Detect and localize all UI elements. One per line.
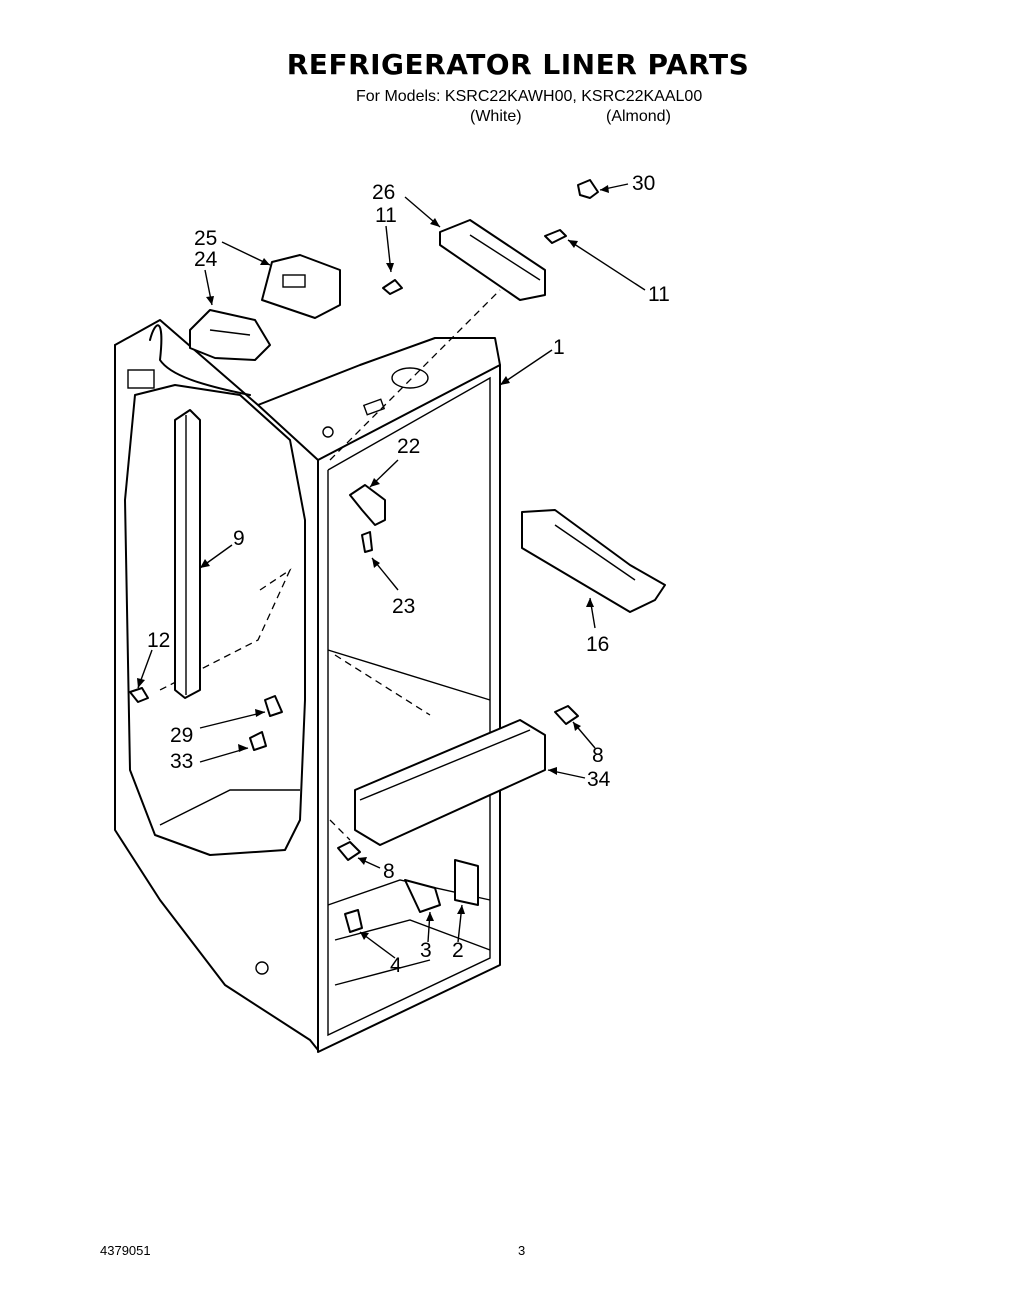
part-23-screw [361,531,373,553]
callout-12: 12 [147,629,170,652]
callout-29: 29 [170,724,193,747]
callout-24: 24 [194,248,218,271]
callout-8-left: 8 [383,860,395,883]
callout-11-right: 11 [648,283,670,306]
callout-11-top: 11 [375,204,397,227]
part-34-cover [354,719,546,846]
part-33-plug [249,731,267,751]
part-11-screw-right [544,229,567,244]
part-4-block [344,909,363,933]
liner-body [114,289,501,1053]
callout-labels: 26 11 30 25 24 11 1 22 9 23 16 12 29 33 … [147,172,670,977]
callout-30: 30 [632,172,655,195]
callout-23: 23 [392,595,415,618]
callout-9: 9 [233,527,245,550]
callout-16: 16 [586,633,609,656]
part-16-channel [521,509,666,613]
document-number: 4379051 [100,1243,151,1258]
part-25-bracket [261,254,341,319]
callout-25: 25 [194,227,217,250]
part-22-bracket [349,484,386,526]
part-9-rail [174,409,201,699]
part-8-fastener-right [554,705,579,725]
part-2-bracket [454,859,479,906]
part-11-screw-left [382,279,403,295]
callout-3: 3 [420,939,432,962]
part-24-housing [189,309,271,361]
callout-1: 1 [553,336,565,359]
color-label-white: (White) [470,108,522,125]
leader-arrowheads [137,185,609,940]
page-number: 3 [518,1243,526,1258]
color-label-almond: (Almond) [606,108,671,125]
callout-34: 34 [587,768,611,791]
callout-33: 33 [170,750,193,773]
part-26-channel [439,219,546,301]
callout-8-right: 8 [592,744,604,767]
callout-2: 2 [452,939,464,962]
part-30 [577,179,599,199]
page-title: REFRIGERATOR LINER PARTS [286,48,750,81]
part-12-fastener [129,687,149,703]
callout-26: 26 [372,181,395,204]
callout-4: 4 [390,954,402,977]
models-line: For Models: KSRC22KAWH00, KSRC22KAAL00 [356,88,703,105]
part-3-bracket [404,879,441,913]
part-8-fastener-left [337,841,361,861]
part-29-clip [264,695,283,717]
callout-22: 22 [397,435,420,458]
